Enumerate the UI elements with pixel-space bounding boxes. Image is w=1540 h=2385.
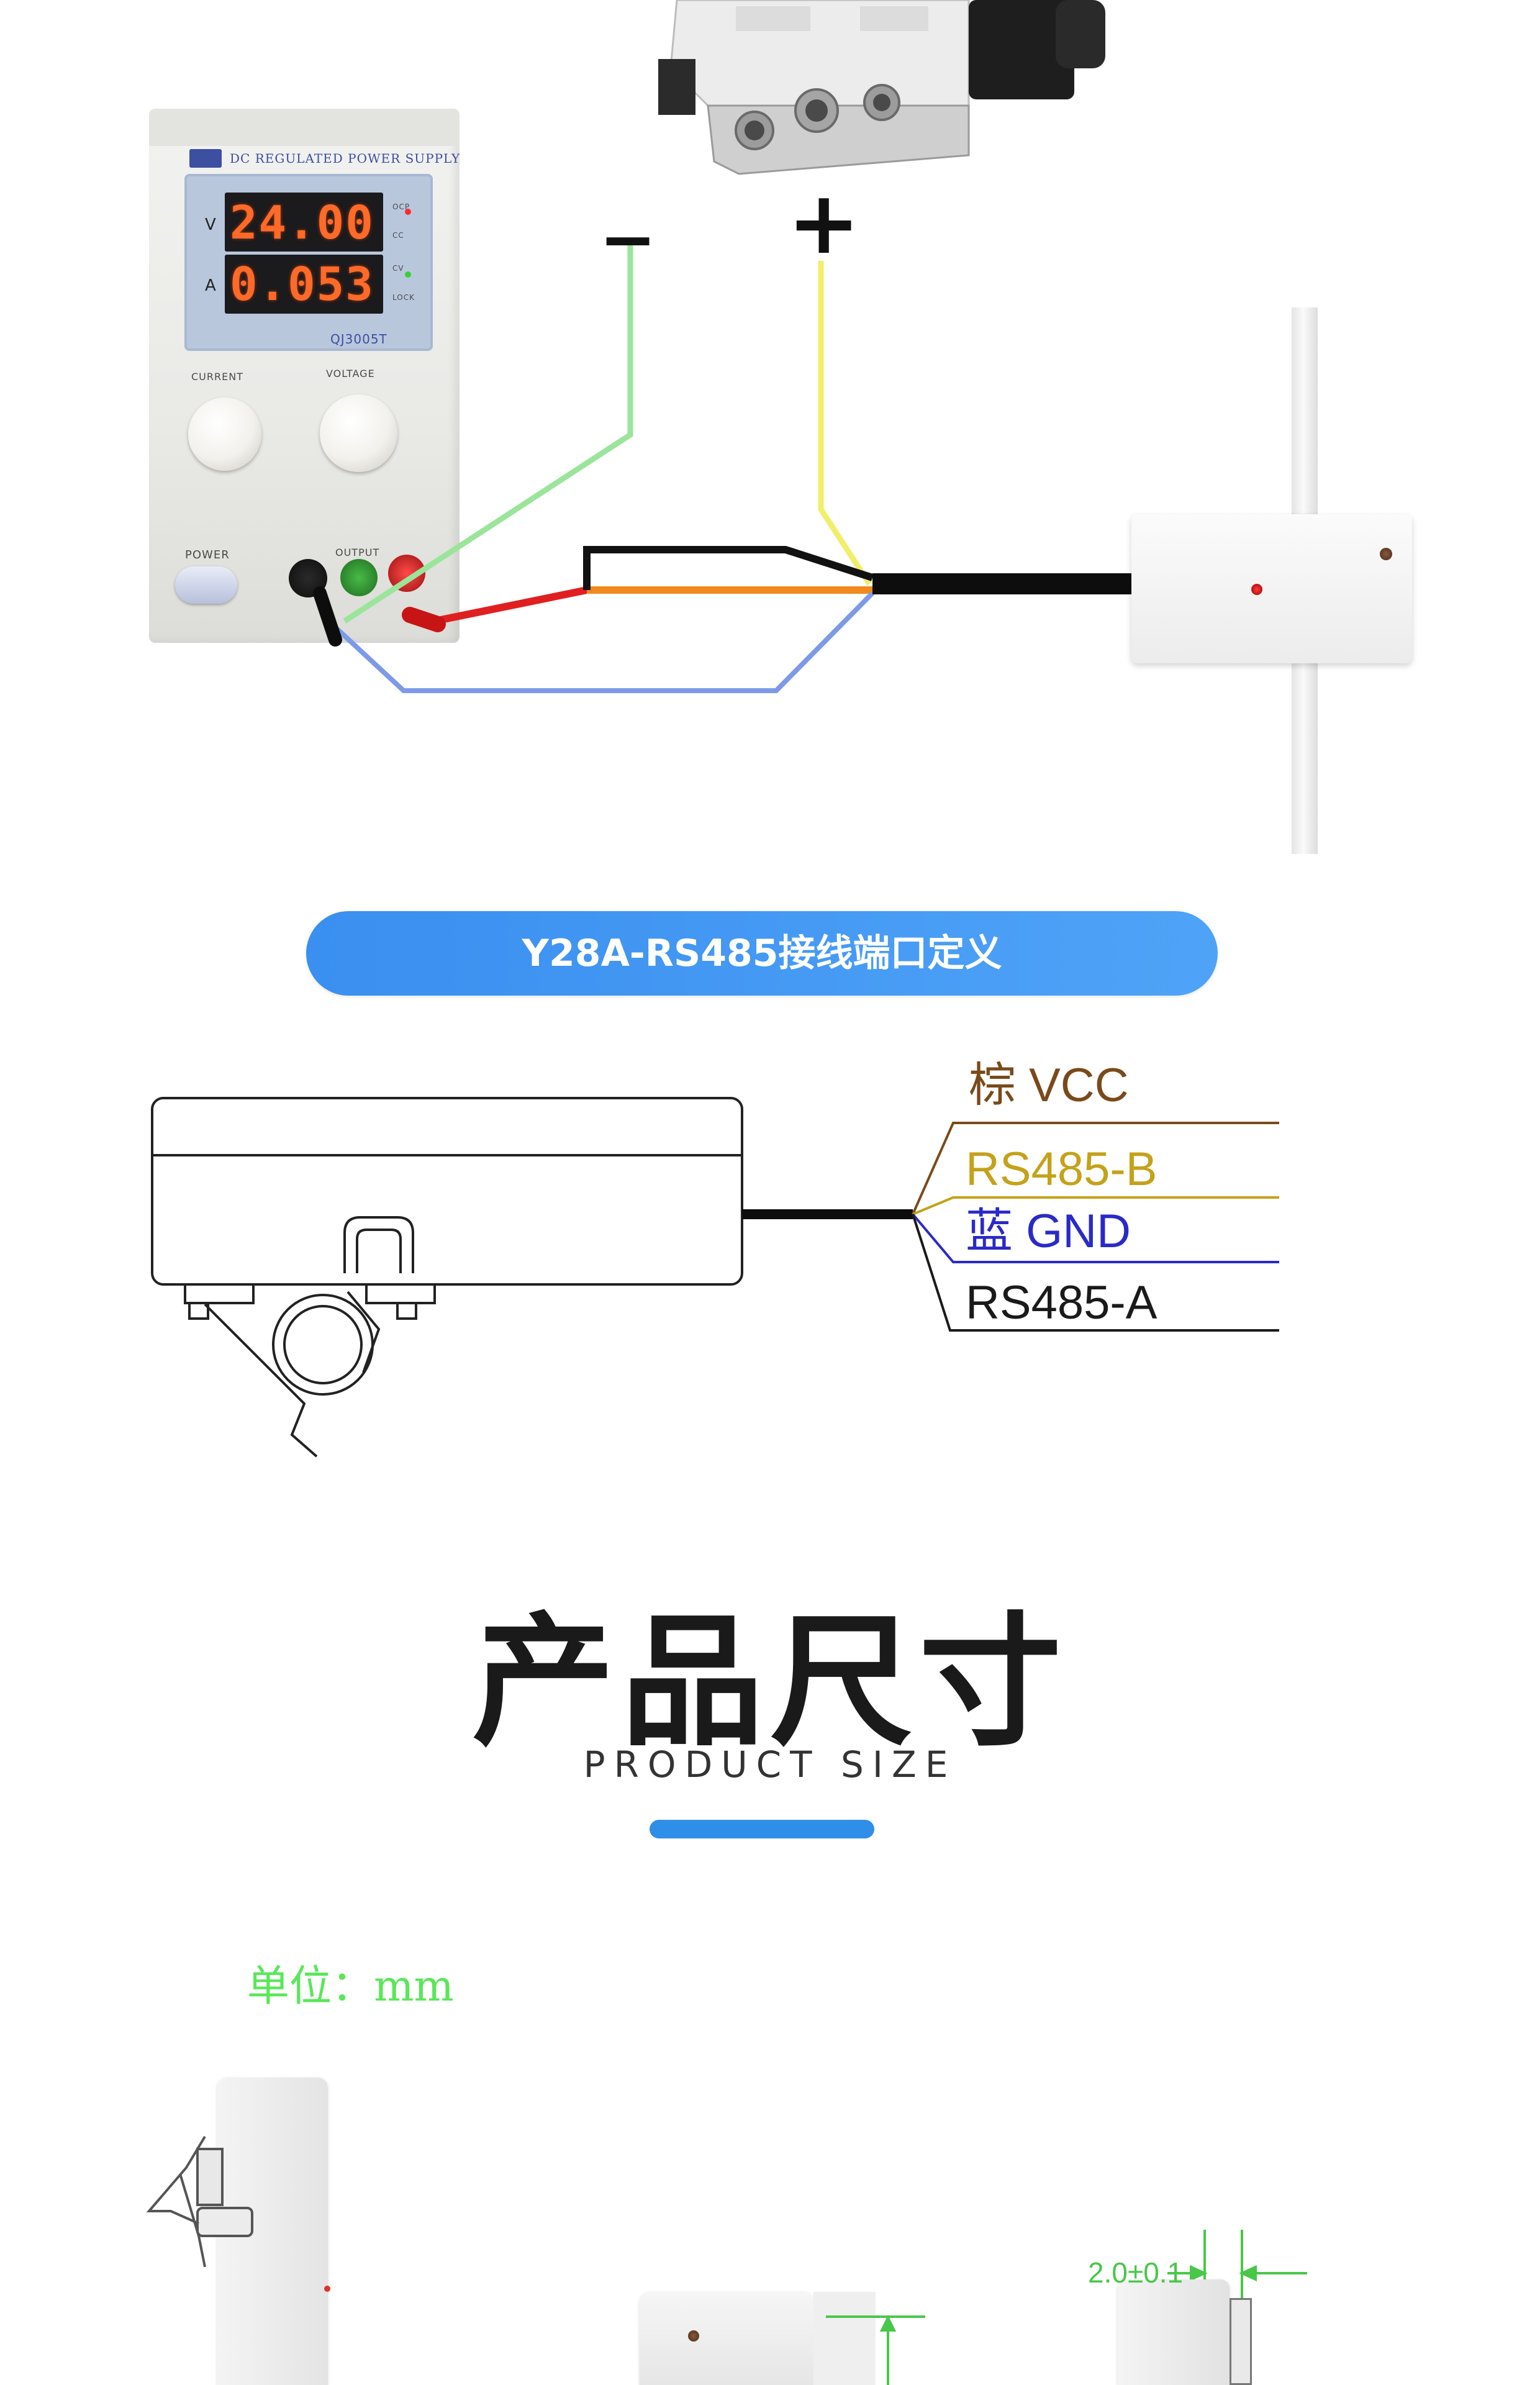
voltage-knob-label: VOLTAGE	[326, 368, 375, 379]
ocp-label: OCP	[392, 202, 410, 211]
front-view-hole	[688, 2330, 699, 2342]
unit-label: 单位：mm	[247, 1962, 454, 2011]
banner-title: Y28A-RS485接线端口定义	[522, 932, 1002, 975]
side-view-led	[324, 2286, 330, 2292]
wire-label-rs485-b: RS485-B	[966, 1143, 1157, 1196]
brand-text: DC REGULATED POWER SUPPLY	[230, 151, 461, 166]
current-knob[interactable]	[188, 398, 261, 471]
current-knob-label: CURRENT	[191, 371, 243, 383]
voltage-reading: 24.00	[230, 196, 374, 250]
current-reading: 0.053	[230, 258, 374, 311]
wire-label-vcc: 棕 VCC	[969, 1059, 1129, 1112]
minus-sign: −	[599, 199, 657, 279]
mounting-hole	[1380, 548, 1392, 560]
cc-label: CC	[392, 231, 404, 240]
thickness-dimension: 2.0±0.1	[1088, 2256, 1184, 2289]
power-label: POWER	[185, 548, 230, 561]
model-label: QJ3005T	[330, 332, 387, 347]
current-lcd	[225, 255, 383, 314]
ocp-led	[405, 209, 411, 215]
product-front-view-side	[813, 2292, 876, 2385]
cv-label: CV	[392, 264, 404, 273]
lock-label: LOCK	[392, 293, 415, 302]
cv-led	[405, 271, 411, 278]
wire-label-rs485-a: RS485-A	[966, 1276, 1157, 1329]
plus-sign: +	[787, 173, 861, 274]
voltage-knob[interactable]	[320, 394, 397, 472]
brand-logo	[189, 149, 222, 168]
voltage-lcd	[225, 193, 383, 252]
power-supply-top	[149, 109, 460, 146]
ground-terminal[interactable]	[340, 559, 378, 596]
section-underline	[650, 1820, 874, 1838]
wire-label-gnd: 蓝 GND	[966, 1205, 1131, 1258]
section-banner	[306, 911, 1218, 996]
sensor-led	[1251, 584, 1262, 595]
product-front-view	[640, 2292, 813, 2385]
volt-unit: V	[205, 216, 217, 234]
top-view-clip	[1230, 2298, 1252, 2385]
power-button[interactable]	[175, 566, 237, 604]
amp-unit: A	[205, 276, 217, 295]
flow-sensor	[1131, 514, 1412, 663]
section-title: 产品尺寸	[471, 1600, 1068, 1766]
output-label: OUTPUT	[335, 547, 380, 558]
product-top-view	[1118, 2279, 1230, 2385]
section-subtitle: PRODUCT SIZE	[583, 1743, 957, 1786]
